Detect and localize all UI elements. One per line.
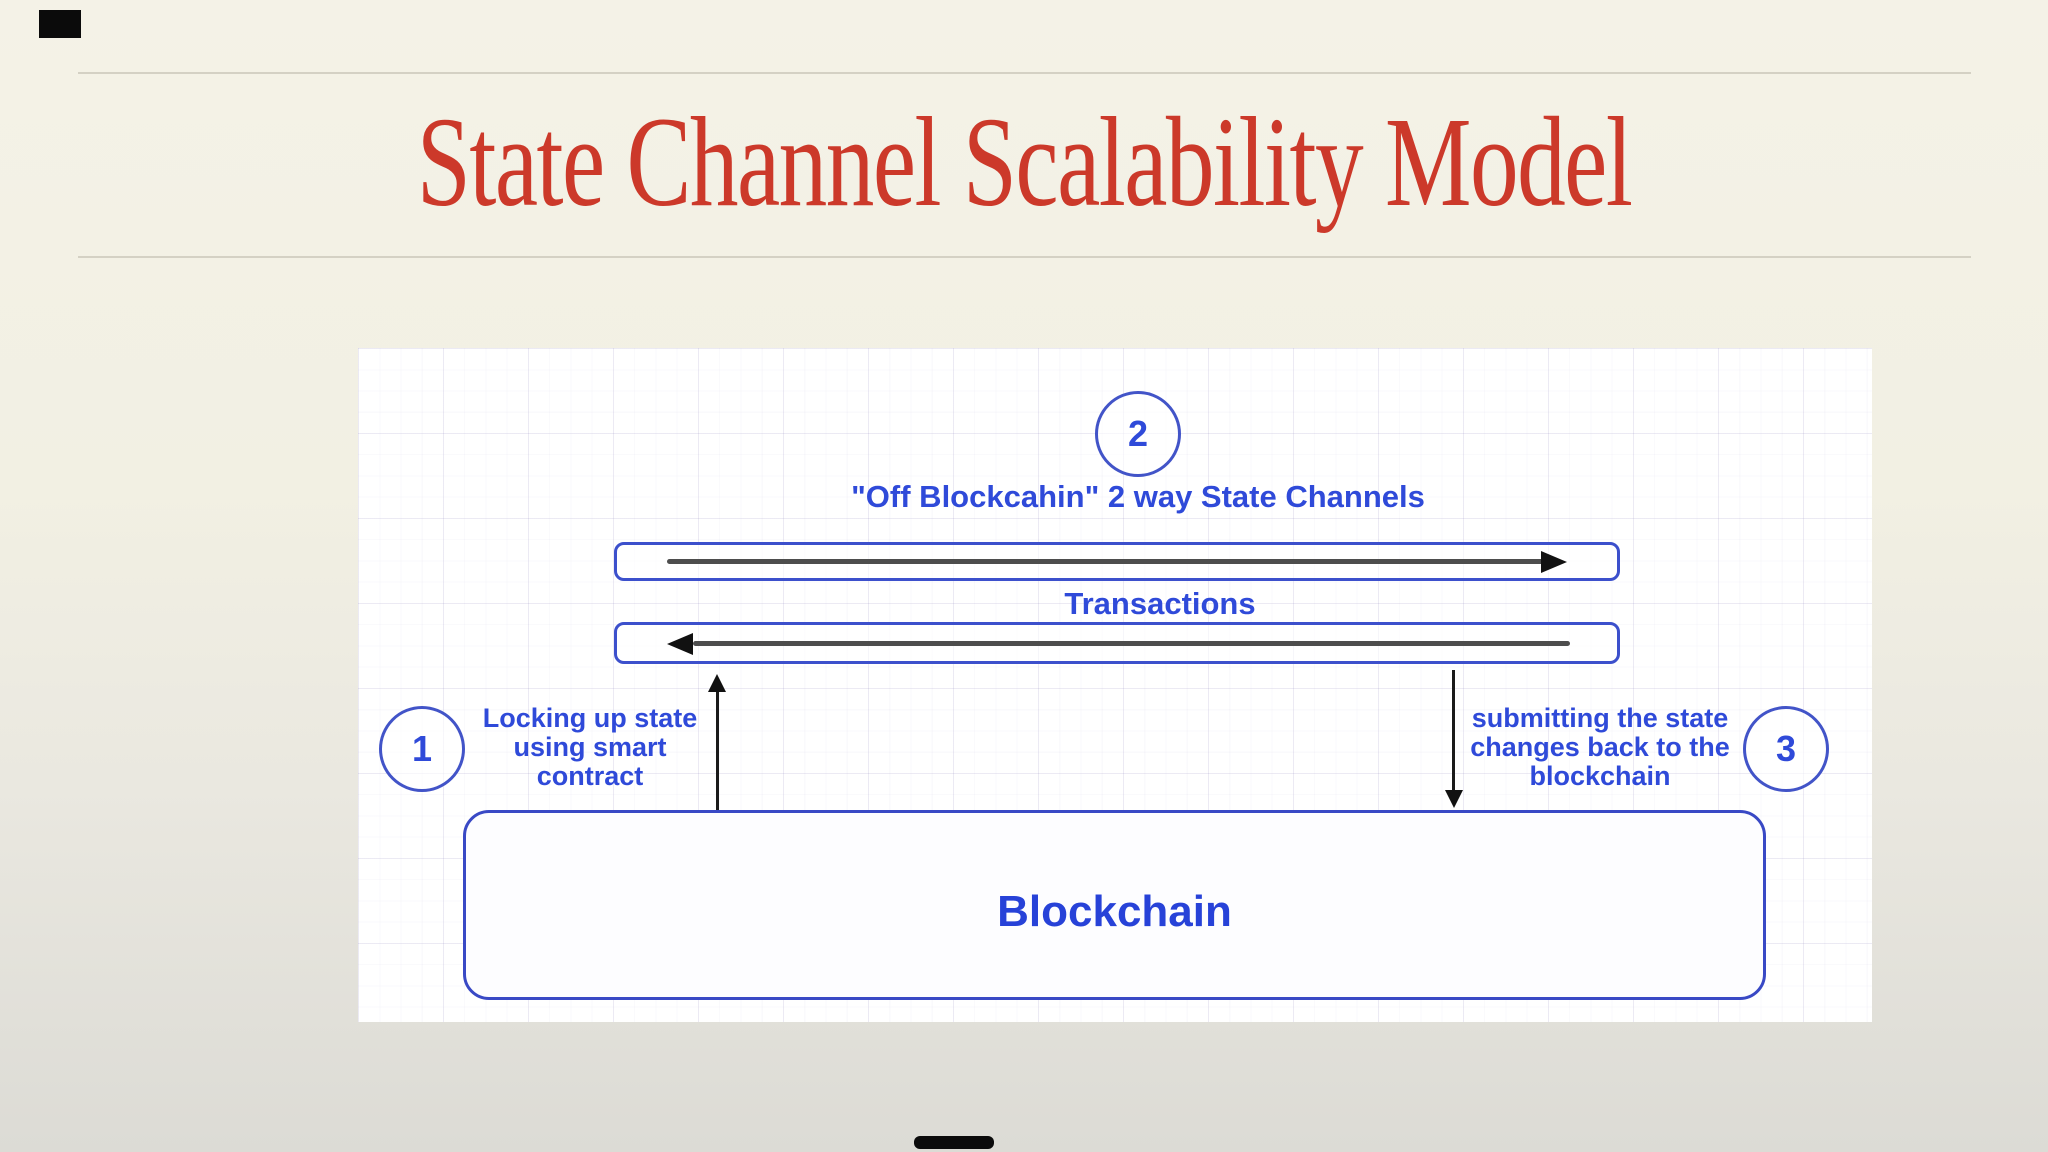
arrow-right-line xyxy=(667,559,1545,564)
header-divider-top xyxy=(78,72,1971,74)
step-3-badge: 3 xyxy=(1743,706,1829,792)
transactions-label: Transactions xyxy=(1064,586,1256,621)
blockchain-label: Blockchain xyxy=(997,887,1232,936)
screen-artifact-top-left xyxy=(39,10,81,38)
blockchain-box: Blockchain xyxy=(463,810,1766,1000)
diagram-canvas: 2 "Off Blockcahin" 2 way State Channels … xyxy=(358,348,1872,1022)
step-3-number: 3 xyxy=(1775,728,1797,769)
arrow-left-line xyxy=(693,641,1570,646)
screen-artifact-bottom-center xyxy=(914,1136,994,1149)
off-blockchain-label: "Off Blockcahin" 2 way State Channels xyxy=(851,479,1425,514)
step-1-number: 1 xyxy=(411,728,433,769)
submitting-state-line-1: submitting the state xyxy=(1471,703,1729,733)
locking-state-line-3: contract xyxy=(536,761,644,791)
channel-lane-top xyxy=(614,542,1620,581)
locking-state-line-2: using smart xyxy=(513,732,667,762)
slide-title: State Channel Scalability Model xyxy=(0,98,2048,226)
submitting-state-line-2: changes back to the xyxy=(1470,732,1730,762)
arrow-up-icon xyxy=(708,674,726,692)
arrow-up-line xyxy=(716,690,719,810)
channel-lane-bottom xyxy=(614,622,1620,664)
arrow-down-line xyxy=(1452,670,1455,794)
locking-state-label: Locking up state using smart contract xyxy=(460,704,720,791)
arrow-left-icon xyxy=(667,633,693,655)
arrow-right-icon xyxy=(1541,551,1567,573)
step-1-badge: 1 xyxy=(379,706,465,792)
slide-title-text: State Channel Scalability Model xyxy=(416,91,1633,233)
submitting-state-line-3: blockchain xyxy=(1529,761,1671,791)
step-2-badge: 2 xyxy=(1095,391,1181,477)
locking-state-line-1: Locking up state xyxy=(482,703,698,733)
header-divider-bottom xyxy=(78,256,1971,258)
arrow-down-icon xyxy=(1445,790,1463,808)
submitting-state-label: submitting the state changes back to the… xyxy=(1470,704,1730,791)
step-2-number: 2 xyxy=(1127,413,1149,454)
